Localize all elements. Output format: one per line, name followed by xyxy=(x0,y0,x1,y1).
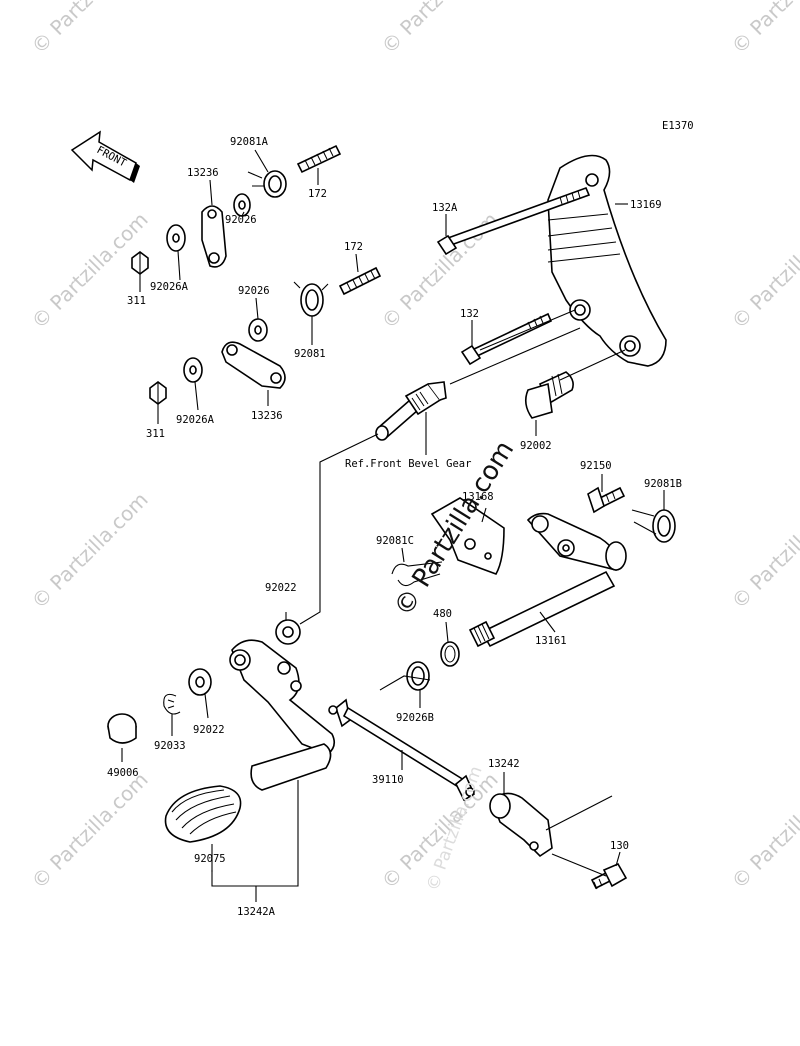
spring-92081C xyxy=(391,561,443,587)
bolt-130 xyxy=(590,862,628,890)
label-172-top: 172 xyxy=(308,188,327,200)
label-13242A: 13242A xyxy=(237,906,276,918)
label-92026-upper: 92026 xyxy=(225,214,257,226)
spring-92081 xyxy=(293,281,329,317)
circlip-480 xyxy=(440,641,460,667)
ref-front-bevel-gear-label: Ref.Front Bevel Gear xyxy=(345,458,471,470)
washer-92022-upper xyxy=(275,619,301,645)
nut-311-upper xyxy=(131,251,149,275)
label-92081A: 92081A xyxy=(230,136,269,148)
watermark: © Partzilla.com xyxy=(727,207,800,333)
washer-92026-upper xyxy=(233,193,251,217)
label-92026B: 92026B xyxy=(396,712,434,724)
washer-92026B xyxy=(406,661,430,691)
shift-pedal-13242A xyxy=(229,639,336,791)
label-132A: 132A xyxy=(432,202,458,214)
label-92075: 92075 xyxy=(194,853,226,865)
label-92026A-upper: 92026A xyxy=(150,281,189,293)
lever-13242 xyxy=(489,792,553,858)
watermark: © Partzilla.com xyxy=(727,767,800,893)
plate-13168 xyxy=(430,497,505,575)
label-92022-lower: 92022 xyxy=(193,724,225,736)
watermark: © Partzilla.com xyxy=(27,767,153,893)
label-311-lower: 311 xyxy=(146,428,165,440)
shift-shaft-13161 xyxy=(468,512,627,648)
watermark: © Partzilla.com xyxy=(727,0,800,59)
diagram-code: E1370 xyxy=(662,120,694,132)
cap-49006 xyxy=(107,713,137,744)
watermark: © Partzilla.com xyxy=(27,0,153,59)
label-13236-lower: 13236 xyxy=(251,410,283,422)
watermark: © Partzilla.com xyxy=(377,0,503,59)
label-311-upper: 311 xyxy=(127,295,146,307)
stud-172-top xyxy=(296,144,342,174)
watermark: © Partzilla.com xyxy=(727,487,800,613)
washer-92026A-upper xyxy=(166,224,186,252)
label-132: 132 xyxy=(460,308,479,320)
label-13168: 13168 xyxy=(462,491,494,503)
bracket-13169 xyxy=(547,154,667,367)
nut-311-lower xyxy=(149,381,167,405)
label-13236-upper: 13236 xyxy=(187,167,219,179)
washer-92022-lower xyxy=(188,668,212,696)
label-92002: 92002 xyxy=(520,440,552,452)
bolt-132A xyxy=(436,186,591,256)
tie-rod-39110 xyxy=(328,698,476,802)
label-92026A-lower: 92026A xyxy=(176,414,215,426)
washer-92026-middle xyxy=(248,318,268,342)
spring-92081A xyxy=(247,170,287,198)
front-arrow-icon: FRONT xyxy=(70,130,140,183)
shift-shaft-end xyxy=(375,381,447,441)
stud-172-middle xyxy=(338,266,382,296)
label-92081B: 92081B xyxy=(644,478,682,490)
label-92081: 92081 xyxy=(294,348,326,360)
stud-92150 xyxy=(587,486,626,514)
spring-92081B xyxy=(631,509,676,543)
label-92026-middle: 92026 xyxy=(238,285,270,297)
label-480: 480 xyxy=(433,608,452,620)
eclip-92033 xyxy=(163,693,181,715)
label-92022-upper: 92022 xyxy=(265,582,297,594)
arm-13236-upper xyxy=(201,205,227,268)
arm-13236-lower xyxy=(221,341,286,389)
label-130: 130 xyxy=(610,840,629,852)
label-92033: 92033 xyxy=(154,740,186,752)
label-92150: 92150 xyxy=(580,460,612,472)
watermark: © Partzilla.com xyxy=(27,207,153,333)
pin-92002 xyxy=(524,371,574,419)
label-13169: 13169 xyxy=(630,199,662,211)
bolt-132 xyxy=(460,312,553,366)
label-49006: 49006 xyxy=(107,767,139,779)
label-13161: 13161 xyxy=(535,635,567,647)
label-92081C: 92081C xyxy=(376,535,414,547)
label-172-middle: 172 xyxy=(344,241,363,253)
rubber-92075 xyxy=(164,785,242,843)
washer-92026A-lower xyxy=(183,357,203,383)
watermark: © Partzilla.com xyxy=(27,487,153,613)
label-39110: 39110 xyxy=(372,774,404,786)
label-13242: 13242 xyxy=(488,758,520,770)
